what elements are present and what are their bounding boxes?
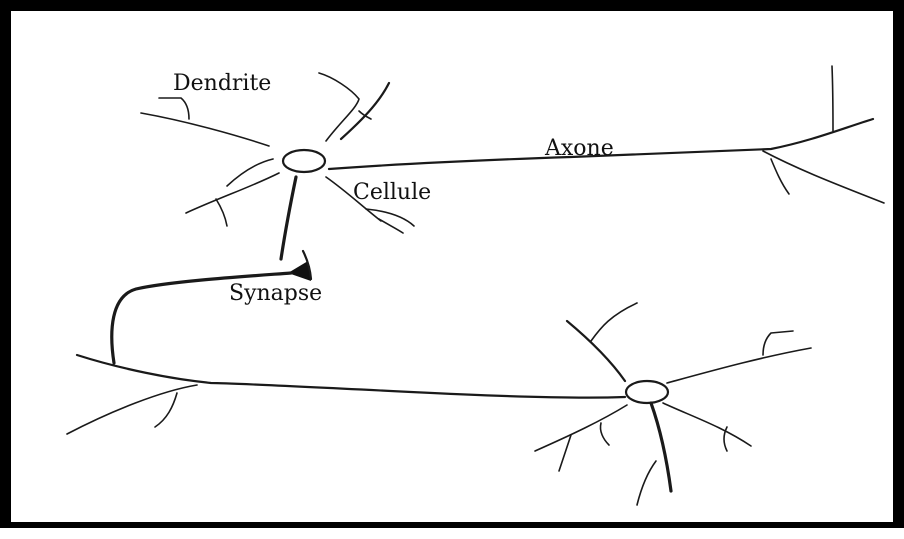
bottom-cell-nucleus — [626, 381, 668, 403]
bottom-axon — [77, 355, 625, 398]
bottom-dendrite-down — [651, 403, 671, 491]
top-dendrite-up — [319, 73, 359, 141]
bottom-neuron — [67, 303, 811, 505]
top-dendrite-up-thick — [341, 83, 389, 139]
label-axone: Axone — [544, 136, 614, 161]
bottom-dendrite-down-branch — [637, 461, 656, 505]
bottom-dendrite-right — [667, 348, 811, 383]
top-dendrite-left-lower-branch — [216, 199, 227, 226]
label-cellule: Cellule — [353, 180, 431, 205]
bottom-dendrite-down-left — [535, 405, 627, 451]
top-dendrite-left-mid — [227, 159, 273, 186]
top-axon-branch-up — [832, 66, 833, 131]
bottom-dendrite-right-branch — [763, 331, 793, 355]
bottom-dendrite-down-left-branch — [559, 435, 571, 471]
top-axon-branch-down — [763, 151, 884, 203]
top-dendrite-upper-left — [141, 113, 269, 146]
top-axon-branch-down-small — [771, 159, 789, 194]
bottom-axon-branch-left — [67, 385, 197, 434]
bottom-dendrite-up-thick — [567, 321, 625, 381]
diagram-frame: Dendrite Axone Cellule Synapse — [0, 0, 904, 528]
label-synapse: Synapse — [229, 281, 322, 306]
synapse-connection — [112, 251, 311, 363]
top-dendrite-down-right-branch2 — [379, 219, 403, 233]
top-dendrite-upper-left-branch — [159, 98, 189, 119]
top-cell-nucleus — [283, 150, 325, 172]
bottom-dendrite-down-right — [663, 403, 751, 446]
top-dendrite-left-lower — [186, 173, 279, 213]
bottom-dendrite-up-branch — [591, 303, 637, 341]
bottom-dendrite-down-left-branch2 — [600, 423, 609, 445]
bottom-axon-branch-small — [155, 393, 177, 427]
top-dendrite-down-right-branch — [366, 209, 414, 226]
label-dendrite: Dendrite — [173, 71, 271, 96]
neuron-diagram: Dendrite Axone Cellule Synapse — [11, 11, 904, 539]
top-neuron-lower-process — [281, 177, 296, 259]
